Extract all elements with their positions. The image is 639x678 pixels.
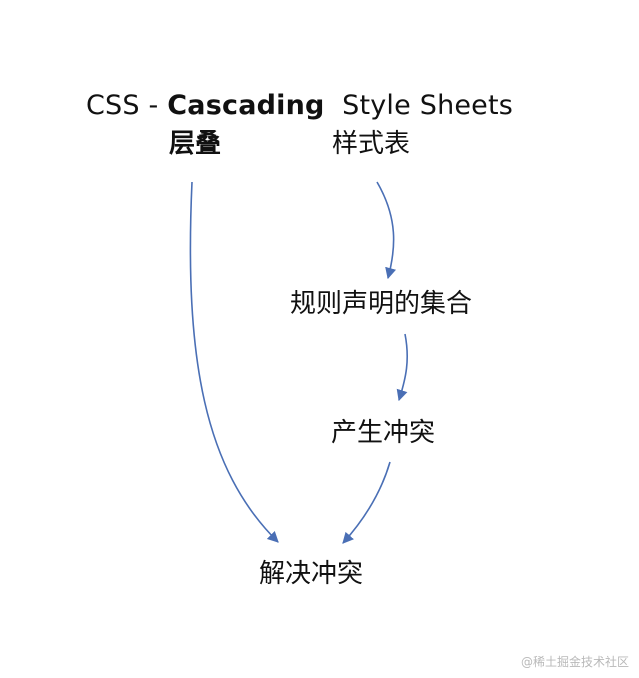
style-sheet-chinese-label: 样式表 (332, 129, 411, 159)
style-sheets-words: Style Sheets (342, 90, 514, 121)
cascade-chinese-label: 层叠 (169, 129, 222, 159)
watermark: @稀土掘金技术社区 (520, 655, 629, 669)
css-full-name-heading: CSS - Cascading Style Sheets (86, 88, 513, 124)
heading-dash: - (148, 90, 159, 121)
arrow-conflict-to-resolve (342, 461, 391, 544)
arrow-style-to-rules (376, 181, 397, 280)
arrow-rules-to-conflict (396, 333, 409, 402)
rule-set-node: 规则声明的集合 (290, 289, 473, 319)
resolve-conflict-node: 解决冲突 (259, 559, 364, 589)
conflict-node: 产生冲突 (331, 418, 436, 448)
cascading-word: Cascading (167, 90, 325, 121)
css-acronym: CSS (86, 90, 140, 121)
arrow-cascade-to-resolve (189, 181, 279, 543)
